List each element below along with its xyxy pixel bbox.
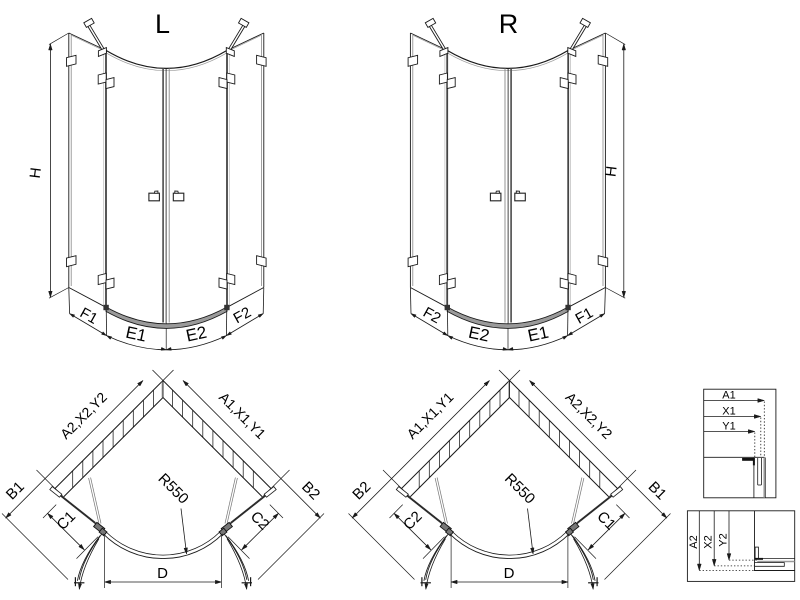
svg-text:H: H: [27, 167, 45, 180]
svg-text:A2: A2: [688, 535, 700, 548]
svg-text:L: L: [155, 9, 170, 39]
svg-text:E2: E2: [184, 323, 208, 346]
svg-text:Y2: Y2: [718, 533, 730, 546]
svg-text:E1: E1: [526, 323, 550, 346]
svg-text:F2: F2: [420, 304, 444, 327]
svg-text:R: R: [499, 9, 519, 39]
svg-text:X2: X2: [703, 535, 715, 548]
svg-text:E1: E1: [124, 323, 148, 346]
svg-text:F2: F2: [231, 304, 255, 327]
svg-text:F1: F1: [573, 304, 597, 327]
svg-text:A1: A1: [722, 390, 735, 402]
svg-text:D: D: [504, 565, 515, 582]
svg-text:Y1: Y1: [722, 421, 735, 433]
svg-text:E2: E2: [467, 323, 491, 346]
svg-text:X1: X1: [722, 406, 735, 418]
svg-text:D: D: [157, 565, 168, 582]
svg-text:H: H: [602, 165, 620, 178]
svg-text:F1: F1: [77, 304, 101, 327]
